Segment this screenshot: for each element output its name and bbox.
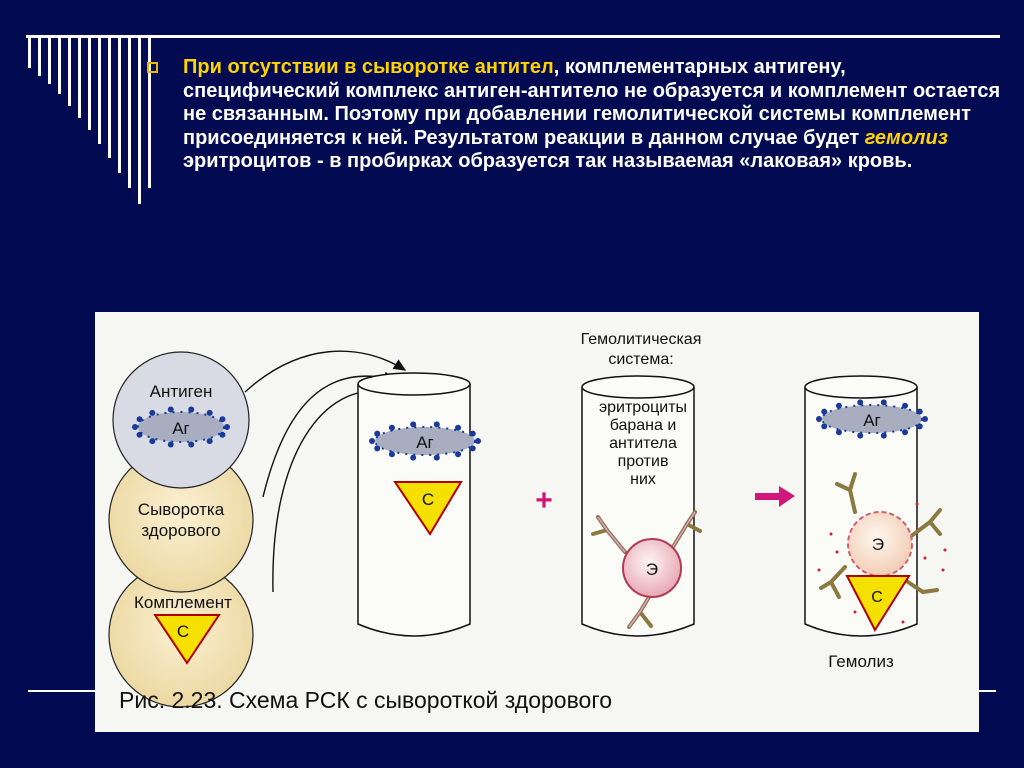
top-divider-line — [26, 35, 1000, 38]
antigen-dot — [219, 432, 225, 438]
hemolysis-label: Гемолиз — [828, 652, 894, 671]
c-symbol-left: С — [177, 622, 189, 641]
antigen-dot — [374, 431, 380, 437]
plus-sign: + — [535, 484, 553, 517]
body-text-2: эритроцитов - в пробирках образуется так… — [183, 150, 912, 172]
ag-symbol-tube1: Аг — [416, 433, 434, 452]
antigen-dot — [389, 451, 395, 457]
ag-symbol-left: Аг — [172, 419, 190, 438]
antigen-dot — [902, 429, 908, 435]
antigen-dot — [168, 442, 174, 448]
antigen-dot — [455, 425, 461, 431]
antigen-circle: Антиген Аг — [113, 352, 249, 488]
antigen-dot — [470, 445, 476, 451]
antigen-dot — [188, 406, 194, 412]
body-paragraph: При отсутствии в сыворотке антител, комп… — [183, 56, 1003, 174]
erythro-line1: эритроциты — [599, 399, 687, 416]
antigen-dot — [149, 438, 155, 444]
tube-1: Аг С — [358, 373, 475, 636]
serum-label-line2: здорового — [141, 521, 220, 540]
tube-3: Аг Э С — [805, 376, 947, 636]
bottom-line-right — [978, 690, 996, 692]
antigen-dot — [902, 403, 908, 409]
antigen-dot — [207, 438, 213, 444]
antigen-dot — [434, 455, 440, 461]
antigen-dot — [857, 433, 863, 439]
result-arrow — [755, 486, 795, 507]
antigen-dot — [137, 432, 143, 438]
antigen-dot — [168, 406, 174, 412]
antigen-dot — [857, 399, 863, 405]
antigen-dot — [149, 410, 155, 416]
antigen-dot — [881, 433, 887, 439]
antigen-dot — [137, 416, 143, 422]
erythro-line3: антитела — [609, 435, 677, 452]
antigen-dot — [821, 409, 827, 415]
antigen-dot — [207, 410, 213, 416]
complement-label: Комплемент — [134, 593, 232, 612]
erythro-line5: них — [630, 471, 656, 488]
tube-2: эритроциты барана и антитела против них … — [582, 376, 700, 636]
ag-symbol-tube3: Аг — [863, 411, 881, 430]
serum-label-line1: Сыворотка — [138, 500, 225, 519]
hemolytic-line2: система: — [608, 351, 673, 368]
rsk-scheme-figure: С Комплемент Сыворотка здорового Антиген… — [95, 312, 979, 732]
antigen-dot — [224, 424, 230, 430]
antigen-dot — [219, 416, 225, 422]
square-bullet-icon — [147, 62, 158, 73]
erythro-line4: против — [618, 453, 669, 470]
antigen-dot — [455, 451, 461, 457]
antigen-dot — [410, 455, 416, 461]
c-symbol-tube3: С — [871, 589, 883, 606]
e-symbol-tube3: Э — [872, 535, 884, 554]
antigen-label: Антиген — [150, 382, 213, 401]
antigen-dot — [369, 438, 375, 444]
antigen-dot — [917, 423, 923, 429]
e-symbol-tube2: Э — [646, 560, 658, 579]
antigen-dot — [922, 416, 928, 422]
antigen-dot — [821, 423, 827, 429]
antigen-dot — [434, 421, 440, 427]
antigen-dot — [132, 424, 138, 430]
figure-caption: Рис. 2.23. Схема РСК с сывороткой здоров… — [119, 687, 612, 713]
antigen-dot — [816, 416, 822, 422]
antigen-dot — [881, 399, 887, 405]
antigen-dot — [374, 445, 380, 451]
antigen-dot — [917, 409, 923, 415]
antigen-dot — [410, 421, 416, 427]
antigen-dot — [475, 438, 481, 444]
antigen-dot — [188, 442, 194, 448]
hemolytic-line1: Гемолитическая — [581, 331, 702, 348]
erythro-line2: барана и — [610, 417, 677, 434]
antigen-dot — [389, 425, 395, 431]
antigen-dot — [836, 403, 842, 409]
c-symbol-tube1: С — [422, 490, 434, 509]
antigen-dot — [836, 429, 842, 435]
highlight-phrase: При отсутствии в сыворотке антител — [183, 56, 554, 78]
hemolysis-term: гемолиз — [865, 127, 948, 149]
bottom-line-left — [28, 690, 96, 692]
figure-svg: С Комплемент Сыворотка здорового Антиген… — [95, 312, 979, 732]
antigen-dot — [470, 431, 476, 437]
